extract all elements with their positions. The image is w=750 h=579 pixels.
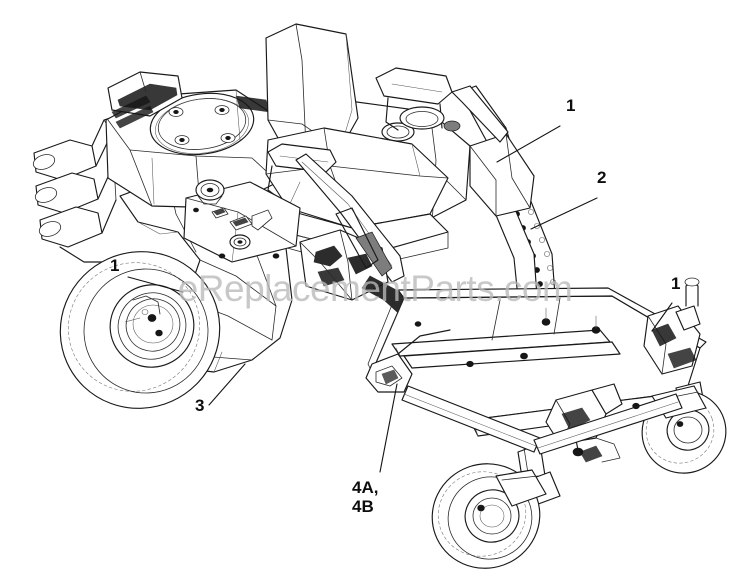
- front-frame-cross-tube: [401, 385, 683, 455]
- leader-3: [208, 363, 246, 406]
- leader-1-left: [127, 276, 184, 293]
- callout-label-1-right: 1: [671, 274, 681, 293]
- right-frame-rail: [451, 85, 535, 217]
- control-panel: [183, 179, 301, 263]
- callout-label-4a-4b: 4A, 4B: [352, 478, 379, 517]
- leader-4a-4b: [379, 383, 398, 473]
- leader-2: [530, 197, 598, 230]
- leader-1-top-right: [496, 125, 561, 163]
- misc-hardware: [272, 253, 640, 463]
- callout-label-3: 3: [195, 396, 205, 415]
- callout-leader-lines: [127, 125, 673, 473]
- callout-label-2: 2: [597, 168, 607, 187]
- deck-front-linkage: [365, 329, 451, 393]
- leader-1-right: [651, 302, 673, 332]
- callout-label-1-top-right: 1: [566, 96, 576, 115]
- callout-label-1-left: 1: [110, 256, 120, 275]
- cup-holder: [399, 106, 461, 132]
- left-front-caster-wheel: [431, 443, 561, 569]
- engine-assembly: [105, 71, 283, 209]
